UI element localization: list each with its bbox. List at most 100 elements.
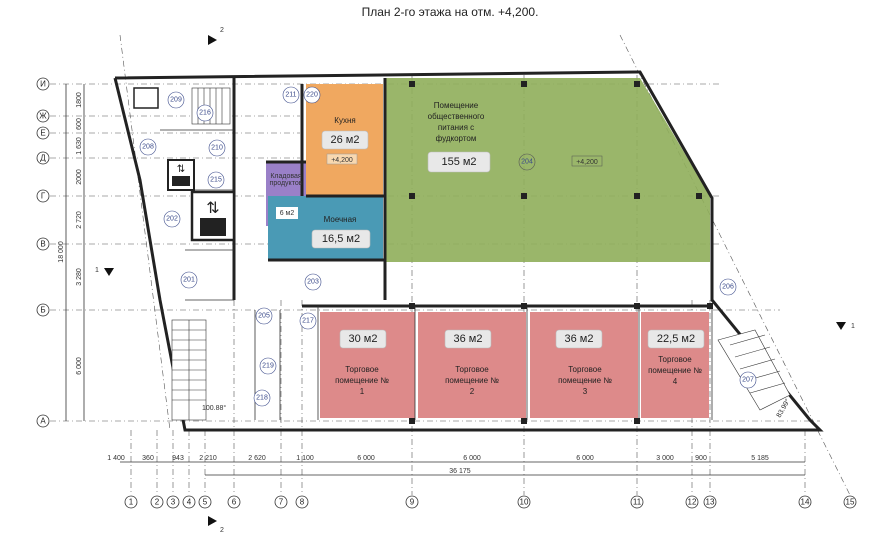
svg-text:2: 2 (220, 527, 224, 534)
room-203: 203 (304, 273, 322, 291)
section-mark-2-bottom: 2 (208, 516, 224, 534)
svg-text:2000: 2000 (76, 169, 83, 185)
axis-13: 13 (703, 495, 717, 509)
axis-4: 4 (182, 495, 196, 509)
svg-text:219: 219 (262, 363, 274, 370)
section-mark-1-left: 1 (95, 267, 114, 276)
number-axis-markers: 1 2 3 4 5 6 7 8 9 10 11 12 13 14 15 (124, 495, 857, 509)
svg-text:203: 203 (307, 279, 319, 286)
svg-text:2 720: 2 720 (76, 211, 83, 229)
svg-text:Моечная: Моечная (324, 215, 357, 224)
axis-9: 9 (405, 495, 419, 509)
right-stairs (717, 329, 791, 411)
room-211: 211 (282, 86, 300, 104)
svg-text:+4,200: +4,200 (576, 159, 598, 166)
svg-text:6: 6 (232, 498, 237, 507)
svg-text:5: 5 (203, 498, 208, 507)
svg-text:8: 8 (300, 498, 305, 507)
svg-text:208: 208 (142, 144, 154, 151)
svg-text:11: 11 (633, 498, 642, 507)
axis-И: И (36, 77, 50, 91)
large-elevator-icon: ⇅ (190, 190, 236, 242)
svg-text:2: 2 (155, 498, 160, 507)
room-215: 215 (207, 171, 225, 189)
svg-text:13: 13 (706, 498, 715, 507)
axis-Г: Г (36, 189, 50, 203)
axis-12: 12 (685, 495, 699, 509)
svg-text:5 185: 5 185 (751, 455, 769, 462)
axis-1: 1 (124, 495, 138, 509)
room-207: 207 (739, 371, 757, 389)
shaft-box (133, 87, 159, 109)
axis-Д: Д (36, 151, 50, 165)
svg-text:А: А (40, 417, 46, 426)
washing-room: Моечная 16,5 м2 (311, 215, 371, 249)
room-205: 205 (255, 307, 273, 325)
axis-Е: Е (36, 126, 50, 140)
svg-text:6 000: 6 000 (463, 455, 481, 462)
svg-text:12: 12 (688, 498, 697, 507)
structural-columns (409, 81, 713, 424)
elevator-icon: ⇅ (167, 159, 195, 191)
svg-text:18 000: 18 000 (58, 241, 65, 263)
level-mark-left: 100.88° (202, 404, 226, 412)
svg-text:360: 360 (142, 455, 154, 462)
svg-text:36 м2: 36 м2 (565, 333, 594, 345)
svg-text:210: 210 (211, 145, 223, 152)
svg-text:И: И (40, 80, 46, 89)
svg-text:14: 14 (801, 498, 810, 507)
axis-2: 2 (150, 495, 164, 509)
plan-title: План 2-го этажа на отм. +4,200. (362, 5, 539, 19)
svg-text:1: 1 (129, 498, 134, 507)
svg-text:Б: Б (40, 306, 45, 315)
svg-text:1 630: 1 630 (76, 137, 83, 155)
svg-text:216: 216 (199, 110, 211, 117)
room-206: 206 (719, 278, 737, 296)
svg-text:22,5 м2: 22,5 м2 (657, 333, 695, 345)
svg-text:Д: Д (40, 154, 46, 163)
axis-5: 5 (198, 495, 212, 509)
svg-text:1: 1 (851, 323, 855, 330)
svg-text:⇅: ⇅ (177, 164, 185, 175)
svg-text:155 м2: 155 м2 (441, 156, 476, 168)
svg-text:Е: Е (40, 129, 45, 138)
axis-3: 3 (166, 495, 180, 509)
axis-14: 14 (798, 495, 812, 509)
svg-text:36 м2: 36 м2 (454, 333, 483, 345)
svg-text:Кухня: Кухня (334, 116, 355, 125)
left-stairs (171, 319, 207, 421)
svg-text:211: 211 (285, 92, 296, 99)
svg-text:3 280: 3 280 (76, 268, 83, 286)
svg-text:36 175: 36 175 (449, 468, 471, 475)
svg-text:100.88°: 100.88° (202, 404, 226, 412)
svg-text:215: 215 (210, 177, 222, 184)
shop1-fill (320, 312, 415, 418)
svg-text:16,5 м2: 16,5 м2 (322, 233, 360, 245)
room-210: 210 (208, 139, 226, 157)
svg-text:6 000: 6 000 (76, 357, 83, 375)
svg-text:6 м2: 6 м2 (280, 210, 295, 217)
svg-text:209: 209 (170, 97, 182, 104)
svg-text:+4,200: +4,200 (331, 157, 353, 164)
svg-text:1 400: 1 400 (107, 455, 125, 462)
room-220: 220 (303, 86, 321, 104)
svg-text:Ж: Ж (39, 112, 47, 121)
svg-text:207: 207 (742, 377, 754, 384)
svg-text:1800: 1800 (76, 92, 83, 108)
svg-text:600: 600 (76, 118, 83, 130)
svg-text:1: 1 (95, 267, 99, 274)
room-208: 208 (139, 138, 157, 156)
room-209: 209 (167, 91, 185, 109)
section-mark-1-right: 1 (836, 322, 855, 330)
svg-text:2: 2 (220, 27, 224, 34)
svg-text:205: 205 (258, 313, 270, 320)
